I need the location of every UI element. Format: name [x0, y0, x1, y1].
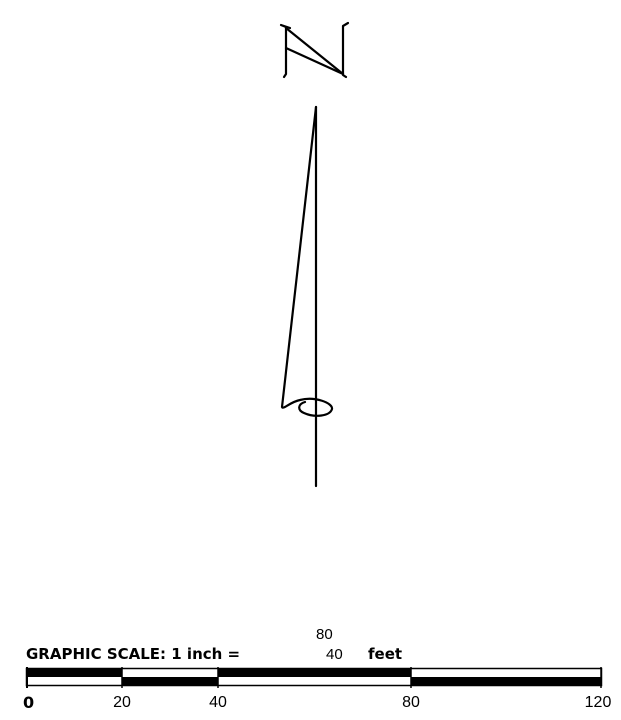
north-arrow-icon	[279, 21, 350, 488]
scale-unit: feet	[368, 645, 403, 663]
scale-tick-label: 0	[23, 693, 35, 712]
scale-value: 40	[326, 646, 343, 663]
scale-value-alt: 80	[316, 626, 333, 643]
scale-caption: GRAPHIC SCALE: 1 inch =	[26, 645, 241, 663]
scale-tick-label: 80	[402, 694, 420, 711]
scale-segment	[27, 669, 122, 677]
north-arrow-shaft	[280, 105, 334, 488]
scale-segment	[218, 669, 411, 677]
scale-segment	[122, 677, 218, 685]
scale-tick-label: 20	[113, 694, 131, 711]
scale-tick-label: 120	[584, 694, 612, 711]
scale-segment	[411, 677, 601, 685]
north-letter-icon	[279, 21, 350, 79]
scale-tick-label: 40	[209, 694, 227, 711]
